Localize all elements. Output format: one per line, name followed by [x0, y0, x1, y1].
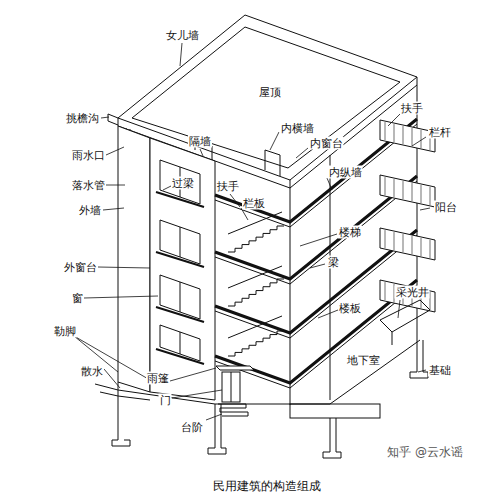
balcony-rail	[385, 122, 386, 140]
handrail-label: 扶手	[216, 180, 240, 193]
balcony-rail	[421, 130, 422, 148]
balcony-rail	[430, 292, 431, 310]
inner-sill-label: 内窗台	[309, 137, 344, 150]
balcony-rail	[394, 179, 395, 197]
balcony-rail	[412, 183, 413, 201]
balcony-rail	[430, 240, 431, 258]
balcony-rail	[412, 128, 413, 146]
stair-railing	[228, 212, 282, 234]
watermark: 知乎 @云水谣	[386, 446, 464, 459]
window	[160, 275, 200, 319]
handrail-label: 扶手	[400, 102, 424, 115]
balcony-rail	[385, 177, 386, 195]
gutter-label: 挑檐沟	[65, 112, 100, 125]
stair-railing	[228, 266, 282, 288]
window-sill	[156, 307, 204, 322]
balcony	[380, 228, 435, 260]
outer-sill-label: 外窗台	[63, 261, 98, 274]
balcony-rail	[421, 185, 422, 203]
plinth-label: 勒脚	[53, 325, 77, 338]
balcony-rail	[430, 187, 431, 205]
window	[160, 160, 200, 204]
stair-flight	[228, 226, 284, 252]
door-label: 门	[159, 394, 172, 407]
steps-label: 台阶	[180, 421, 204, 434]
rain-outlet-label: 雨水口	[71, 149, 106, 162]
balcony-rail	[403, 234, 404, 252]
canopy-label: 雨篷	[146, 372, 170, 385]
stair-label: 楼梯	[338, 226, 362, 239]
balcony-rail	[394, 232, 395, 250]
balcony-rail	[412, 236, 413, 254]
downpipe-label: 落水管	[71, 179, 106, 192]
balcony	[380, 120, 435, 152]
caption: 民用建筑的构造组成	[213, 478, 321, 495]
window-bar	[180, 227, 181, 257]
balcony	[380, 175, 435, 207]
railing-label: 栏杆	[428, 126, 452, 139]
balcony-rail	[403, 126, 404, 144]
window-bar	[180, 332, 181, 354]
window	[160, 220, 200, 264]
floor-slab-label: 楼板	[338, 302, 362, 315]
foundation-label: 基础	[428, 364, 452, 377]
partition-label: 隔墙	[188, 135, 212, 148]
roof-label: 屋顶	[258, 86, 282, 99]
balcony-rail	[403, 181, 404, 199]
window-bar	[180, 282, 181, 312]
basement-label: 地下室	[346, 354, 381, 367]
balcony-label: 阳台	[434, 201, 458, 214]
balcony-rail	[385, 230, 386, 248]
parapet-label: 女儿墙	[165, 29, 200, 42]
lightwell-label: 采光井	[395, 286, 430, 299]
window-sill	[156, 252, 204, 267]
window-sill	[156, 349, 204, 364]
apron-label: 散水	[80, 365, 104, 378]
beam-label: 梁	[327, 256, 340, 269]
long-wall-label: 内纵墙	[328, 166, 363, 179]
window-label: 窗	[71, 292, 84, 305]
balcony-rail	[385, 282, 386, 300]
lintel-label: 过梁	[171, 177, 195, 190]
stair-flight	[228, 279, 284, 306]
baluster-panel-label: 栏板	[242, 197, 266, 210]
cross-wall-label: 内横墙	[280, 122, 315, 135]
outer-wall-label: 外墙	[78, 204, 102, 217]
window-sill	[156, 192, 204, 207]
balcony-rail	[394, 124, 395, 142]
balcony-rail	[421, 238, 422, 256]
stair-railing	[228, 316, 282, 338]
